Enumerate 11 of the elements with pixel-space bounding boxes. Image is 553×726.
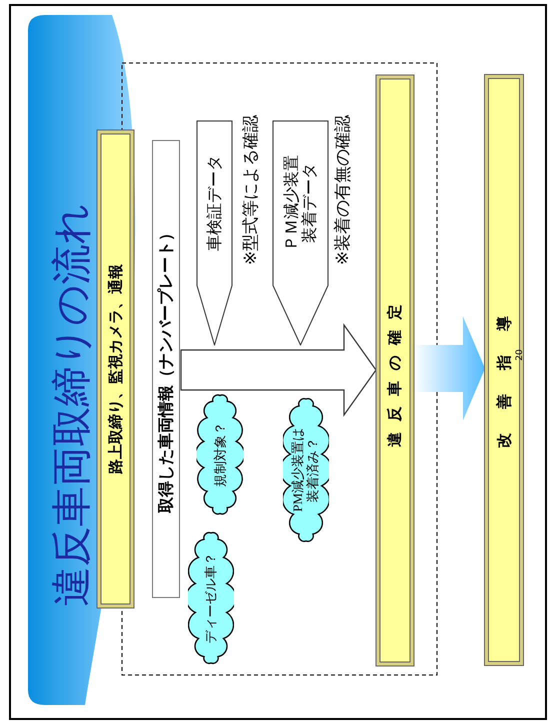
info-box: 取得した車両情報（ナンバープレート） (152, 140, 180, 598)
data-pentagon: ＰＭ減少装置装着データ (272, 120, 328, 345)
note: ※装着の有無の確認 (332, 114, 354, 268)
title: 違反車両取締りの流れ (48, 202, 96, 608)
data-pentagon: 車検証データ (196, 120, 232, 345)
process-bar: 違反車の確定 (376, 75, 413, 665)
block-arrow (414, 316, 485, 420)
block-arrow (180, 323, 377, 417)
process-bar: 路上取締り、監視カメラ、通報 (97, 130, 133, 607)
note: ※型式等による確認 (240, 114, 262, 268)
page-number: 20 (514, 348, 526, 363)
